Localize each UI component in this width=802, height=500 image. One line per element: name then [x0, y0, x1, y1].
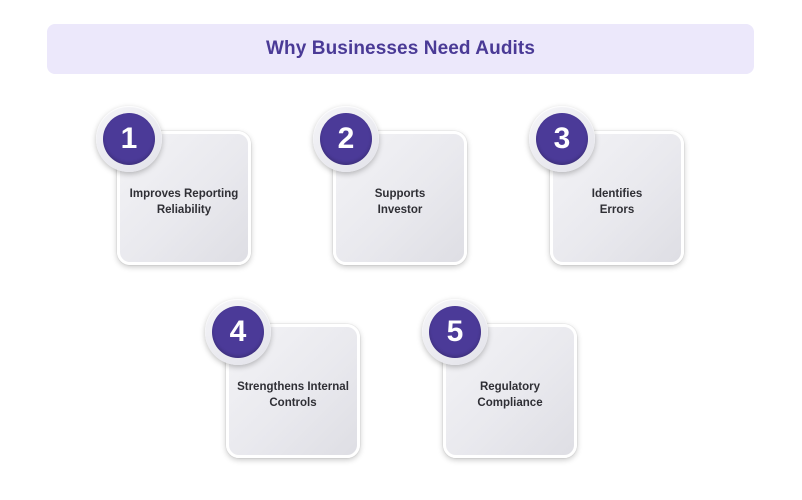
badge-number: 2 — [320, 113, 372, 165]
badge-number: 5 — [429, 306, 481, 358]
number-badge-3: 3 — [529, 106, 595, 172]
reason-label: Regulatory Compliance — [477, 381, 543, 409]
reason-label: Identifies Errors — [591, 188, 643, 216]
page-title: Why Businesses Need Audits — [265, 38, 536, 59]
reason-card-3: Identifies Errors — [550, 131, 684, 265]
reason-label: Improves Reporting Reliability — [129, 188, 239, 216]
title-banner: Why Businesses Need Audits — [47, 24, 754, 74]
reason-label: Strengthens Internal Controls — [237, 381, 349, 409]
reason-card-5: Regulatory Compliance — [443, 324, 577, 458]
badge-number: 4 — [212, 306, 264, 358]
badge-number: 1 — [103, 113, 155, 165]
badge-number: 3 — [536, 113, 588, 165]
number-badge-1: 1 — [96, 106, 162, 172]
number-badge-4: 4 — [205, 299, 271, 365]
number-badge-2: 2 — [313, 106, 379, 172]
reason-label: Supports Investor — [374, 188, 426, 216]
number-badge-5: 5 — [422, 299, 488, 365]
reason-card-2: Supports Investor — [333, 131, 467, 265]
